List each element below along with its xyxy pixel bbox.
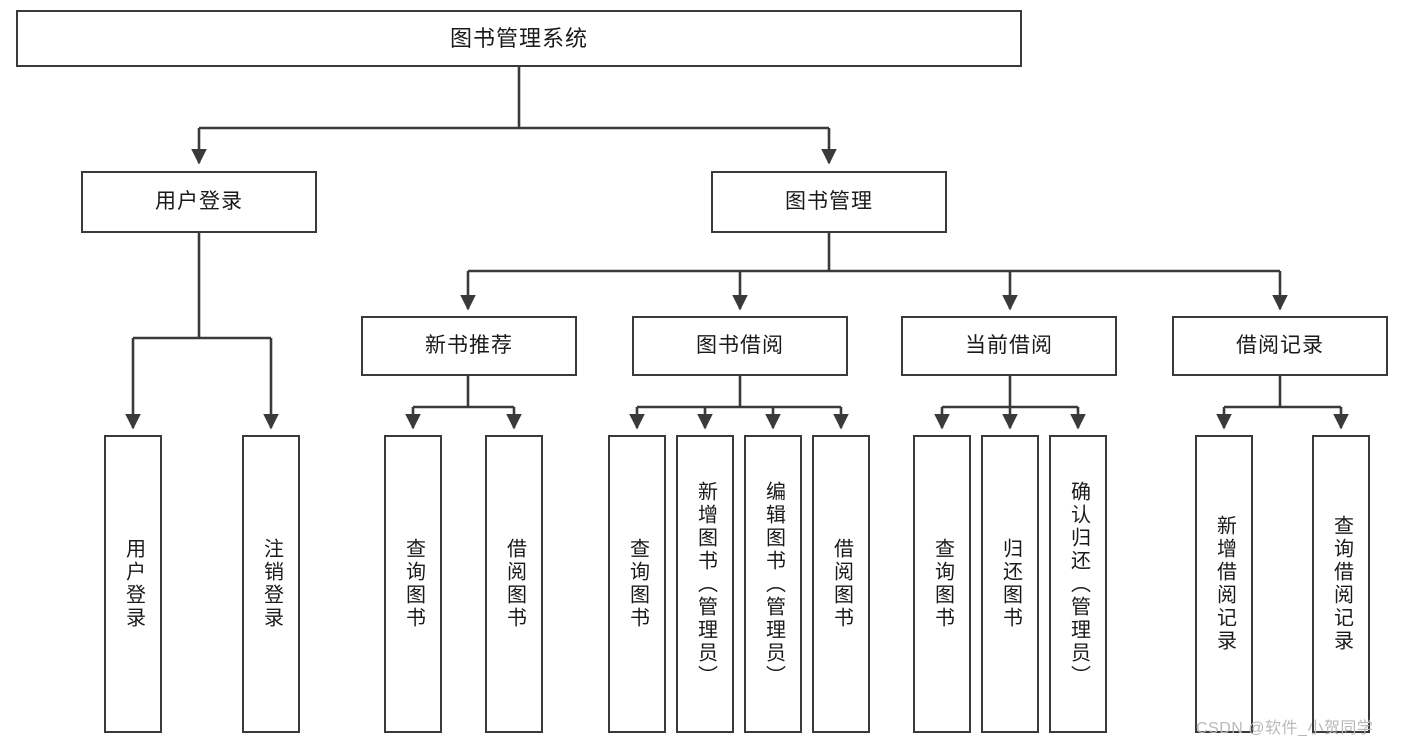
node-current-borrow[interactable]: 当前借阅 bbox=[901, 316, 1117, 376]
node-user-login[interactable]: 用户登录 bbox=[81, 171, 317, 233]
leaf-user-login[interactable]: 用户登录 bbox=[104, 435, 162, 733]
node-borrow-record[interactable]: 借阅记录 bbox=[1172, 316, 1388, 376]
leaf-borrow-book-new-recommendation[interactable]: 借阅图书 bbox=[485, 435, 543, 733]
leaf-query-book-current[interactable]: 查询图书 bbox=[913, 435, 971, 733]
watermark-text: CSDN @软件_小贺同学 bbox=[1196, 720, 1374, 737]
leaf-confirm-return-admin[interactable]: 确认归还（管理员） bbox=[1049, 435, 1107, 733]
leaf-return-book[interactable]: 归还图书 bbox=[981, 435, 1039, 733]
leaf-query-book-borrow[interactable]: 查询图书 bbox=[608, 435, 666, 733]
node-root-book-management-system[interactable]: 图书管理系统 bbox=[16, 10, 1022, 67]
leaf-query-borrow-record[interactable]: 查询借阅记录 bbox=[1312, 435, 1370, 733]
leaf-query-book-new-recommendation[interactable]: 查询图书 bbox=[384, 435, 442, 733]
node-book-management[interactable]: 图书管理 bbox=[711, 171, 947, 233]
node-book-borrow[interactable]: 图书借阅 bbox=[632, 316, 848, 376]
leaf-edit-book-admin[interactable]: 编辑图书（管理员） bbox=[744, 435, 802, 733]
leaf-add-borrow-record[interactable]: 新增借阅记录 bbox=[1195, 435, 1253, 733]
leaf-logout[interactable]: 注销登录 bbox=[242, 435, 300, 733]
leaf-borrow-book-borrow[interactable]: 借阅图书 bbox=[812, 435, 870, 733]
node-new-book-recommendation[interactable]: 新书推荐 bbox=[361, 316, 577, 376]
leaf-add-book-admin[interactable]: 新增图书（管理员） bbox=[676, 435, 734, 733]
